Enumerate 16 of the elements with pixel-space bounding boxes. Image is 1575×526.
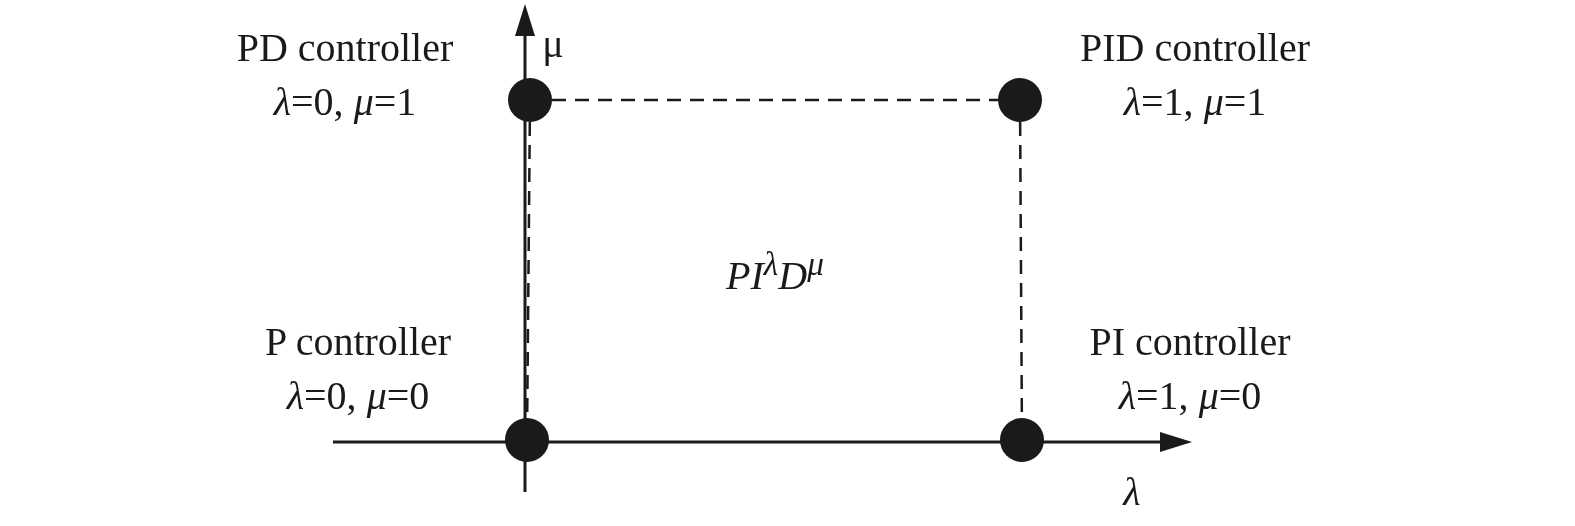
parameter-values: λ=1, μ=1	[1123, 80, 1267, 124]
controller-name: P controller	[264, 320, 452, 364]
dashed-line	[552, 98, 998, 102]
parameter-values: λ=0, μ=1	[273, 80, 417, 124]
axis-label: μ	[542, 22, 564, 66]
point-dot	[505, 418, 549, 462]
controller-name: PI controller	[1089, 320, 1291, 364]
controller-name: PID controller	[1080, 26, 1310, 70]
controller-name: PD controller	[236, 26, 454, 70]
point-dot	[998, 78, 1042, 122]
axis-label: λ	[1123, 470, 1141, 514]
point-dot	[508, 78, 552, 122]
parameter-values: λ=1, μ=0	[1118, 374, 1262, 418]
formula-label: PI$^{λ}$D$^{μ}$	[726, 245, 824, 299]
point-dot	[1000, 418, 1044, 462]
parameter-values: λ=0, μ=0	[286, 374, 430, 418]
